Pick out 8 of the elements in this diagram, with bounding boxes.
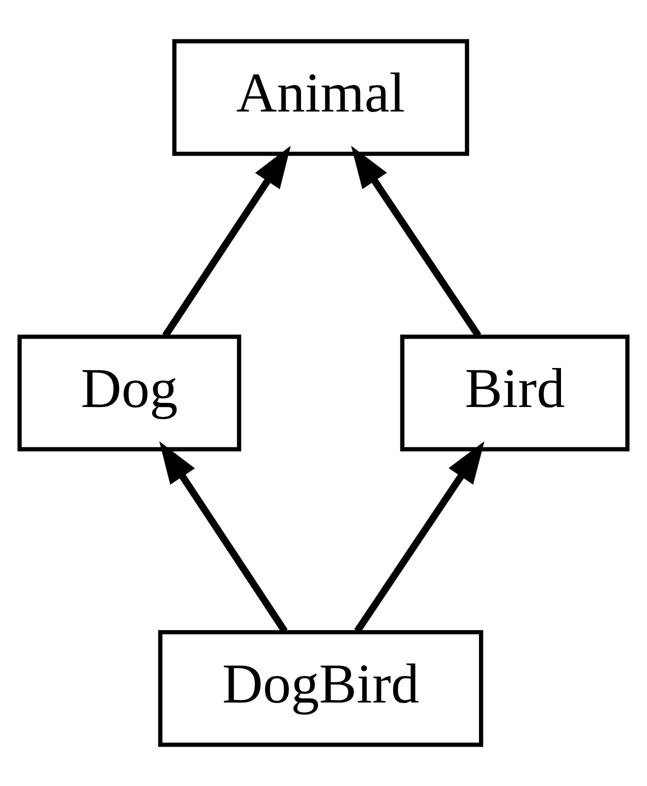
arrow (162, 146, 291, 338)
arrow (354, 441, 484, 634)
node-box: DogBird (158, 630, 484, 747)
node-box: Animal (172, 39, 470, 156)
arrow (351, 146, 482, 338)
node-box: Dog (17, 334, 242, 452)
arrow (159, 441, 288, 634)
node-box: Bird (400, 334, 630, 452)
